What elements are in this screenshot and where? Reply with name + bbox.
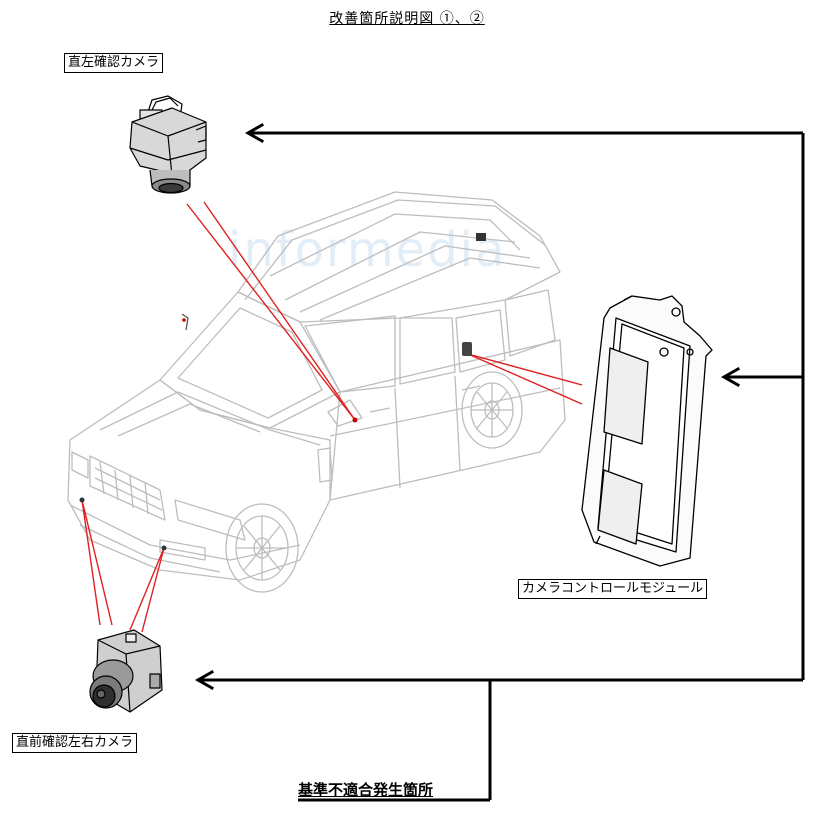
watermark: informedia: [228, 222, 507, 278]
arrow-to-top-camera-icon: [244, 122, 265, 144]
issue-location-label: 基準不適合発生箇所: [298, 781, 434, 799]
vehicle-illustration: [67, 191, 566, 593]
module-label: カメラコントロールモジュール: [518, 579, 708, 599]
roof-sensor-icon: [476, 233, 486, 241]
diagram-title: 改善箇所説明図 ①、②: [329, 11, 485, 27]
camera-control-module-icon: [581, 295, 713, 567]
arrow-to-bottom-camera-icon: [194, 669, 215, 691]
bottom-camera-label: 直前確認左右カメラ: [12, 733, 138, 753]
connector-lines: [200, 131, 805, 802]
top-camera-label: 直左確認カメラ: [64, 53, 164, 73]
arrowheads: [194, 122, 741, 691]
top-camera-icon: [129, 95, 207, 194]
bottom-camera-icon: [89, 629, 163, 713]
callout-lines: [81, 201, 583, 633]
arrow-to-module-icon: [720, 366, 741, 388]
